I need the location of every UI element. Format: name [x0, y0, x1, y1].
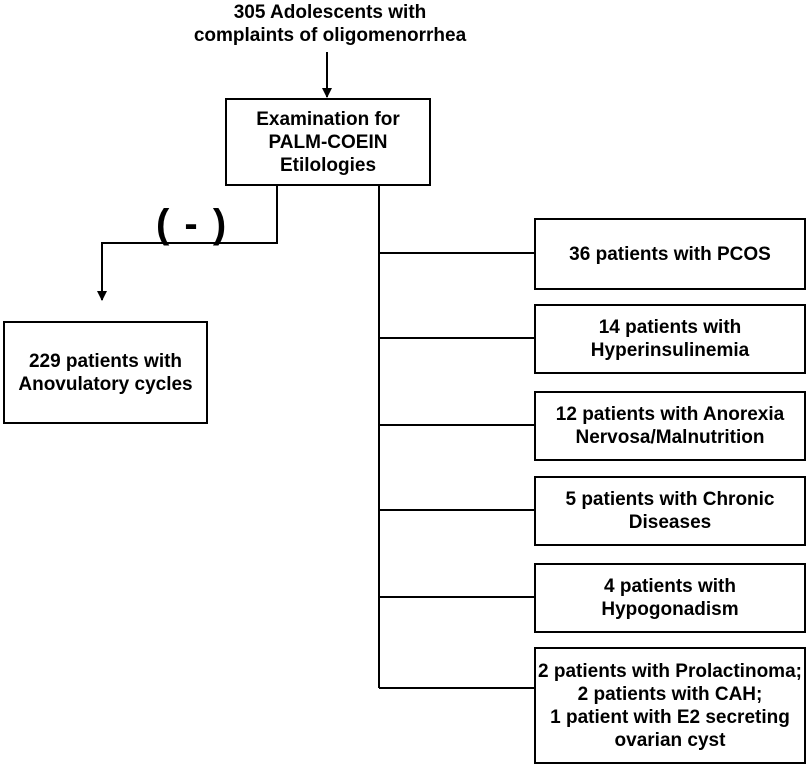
outcome-line: Hypogonadism	[601, 599, 739, 620]
anovulatory-line: Anovulatory cycles	[18, 373, 193, 395]
source-line: 305 Adolescents with	[233, 2, 427, 23]
outcome-box-chronic: 5 patients with Chronic Diseases	[534, 476, 806, 546]
outcome-line: 2 patients with CAH;	[577, 683, 763, 705]
outcome-line: Nervosa/Malnutrition	[575, 427, 765, 448]
outcome-line: 14 patients with	[598, 317, 742, 338]
anovulatory-box: 229 patients with Anovulatory cycles	[3, 321, 208, 424]
outcome-box-hypogonadism: 4 patients with Hypogonadism	[534, 563, 806, 633]
outcome-line: 4 patients with	[604, 576, 736, 597]
anovulatory-line: 229 patients with	[28, 350, 183, 372]
outcome-box-pcos: 36 patients with PCOS	[534, 218, 806, 290]
source-label: 305 Adolescents with complaints of oligo…	[170, 1, 490, 47]
outcome-line: Diseases	[628, 512, 712, 533]
outcome-line: 12 patients with Anorexia	[555, 404, 785, 425]
source-line: complaints of oligomenorrhea	[193, 25, 467, 46]
outcome-line: 36 patients with PCOS	[569, 243, 771, 265]
exam-line: Etilologies	[279, 154, 377, 176]
outcome-line: Hyperinsulinemia	[590, 340, 750, 361]
outcome-line: 5 patients with Chronic	[565, 489, 775, 510]
outcome-box-hyperinsulinemia: 14 patients with Hyperinsulinemia	[534, 304, 806, 374]
exam-box: Examination for PALM-COEIN Etilologies	[225, 98, 431, 186]
exam-line: PALM-COEIN	[268, 131, 388, 153]
exam-line: Examination for	[256, 108, 400, 130]
outcome-box-prolactinoma: 2 patients with Prolactinoma; 2 patients…	[534, 647, 806, 764]
arrow-to-anovulatory	[97, 185, 278, 301]
negative-label: ( - )	[156, 202, 229, 246]
outcome-line: 2 patients with Prolactinoma;	[538, 660, 802, 682]
outcome-line: ovarian cyst	[614, 729, 726, 751]
outcome-box-anorexia: 12 patients with Anorexia Nervosa/Malnut…	[534, 391, 806, 461]
outcome-line: 1 patient with E2 secreting	[550, 706, 790, 728]
